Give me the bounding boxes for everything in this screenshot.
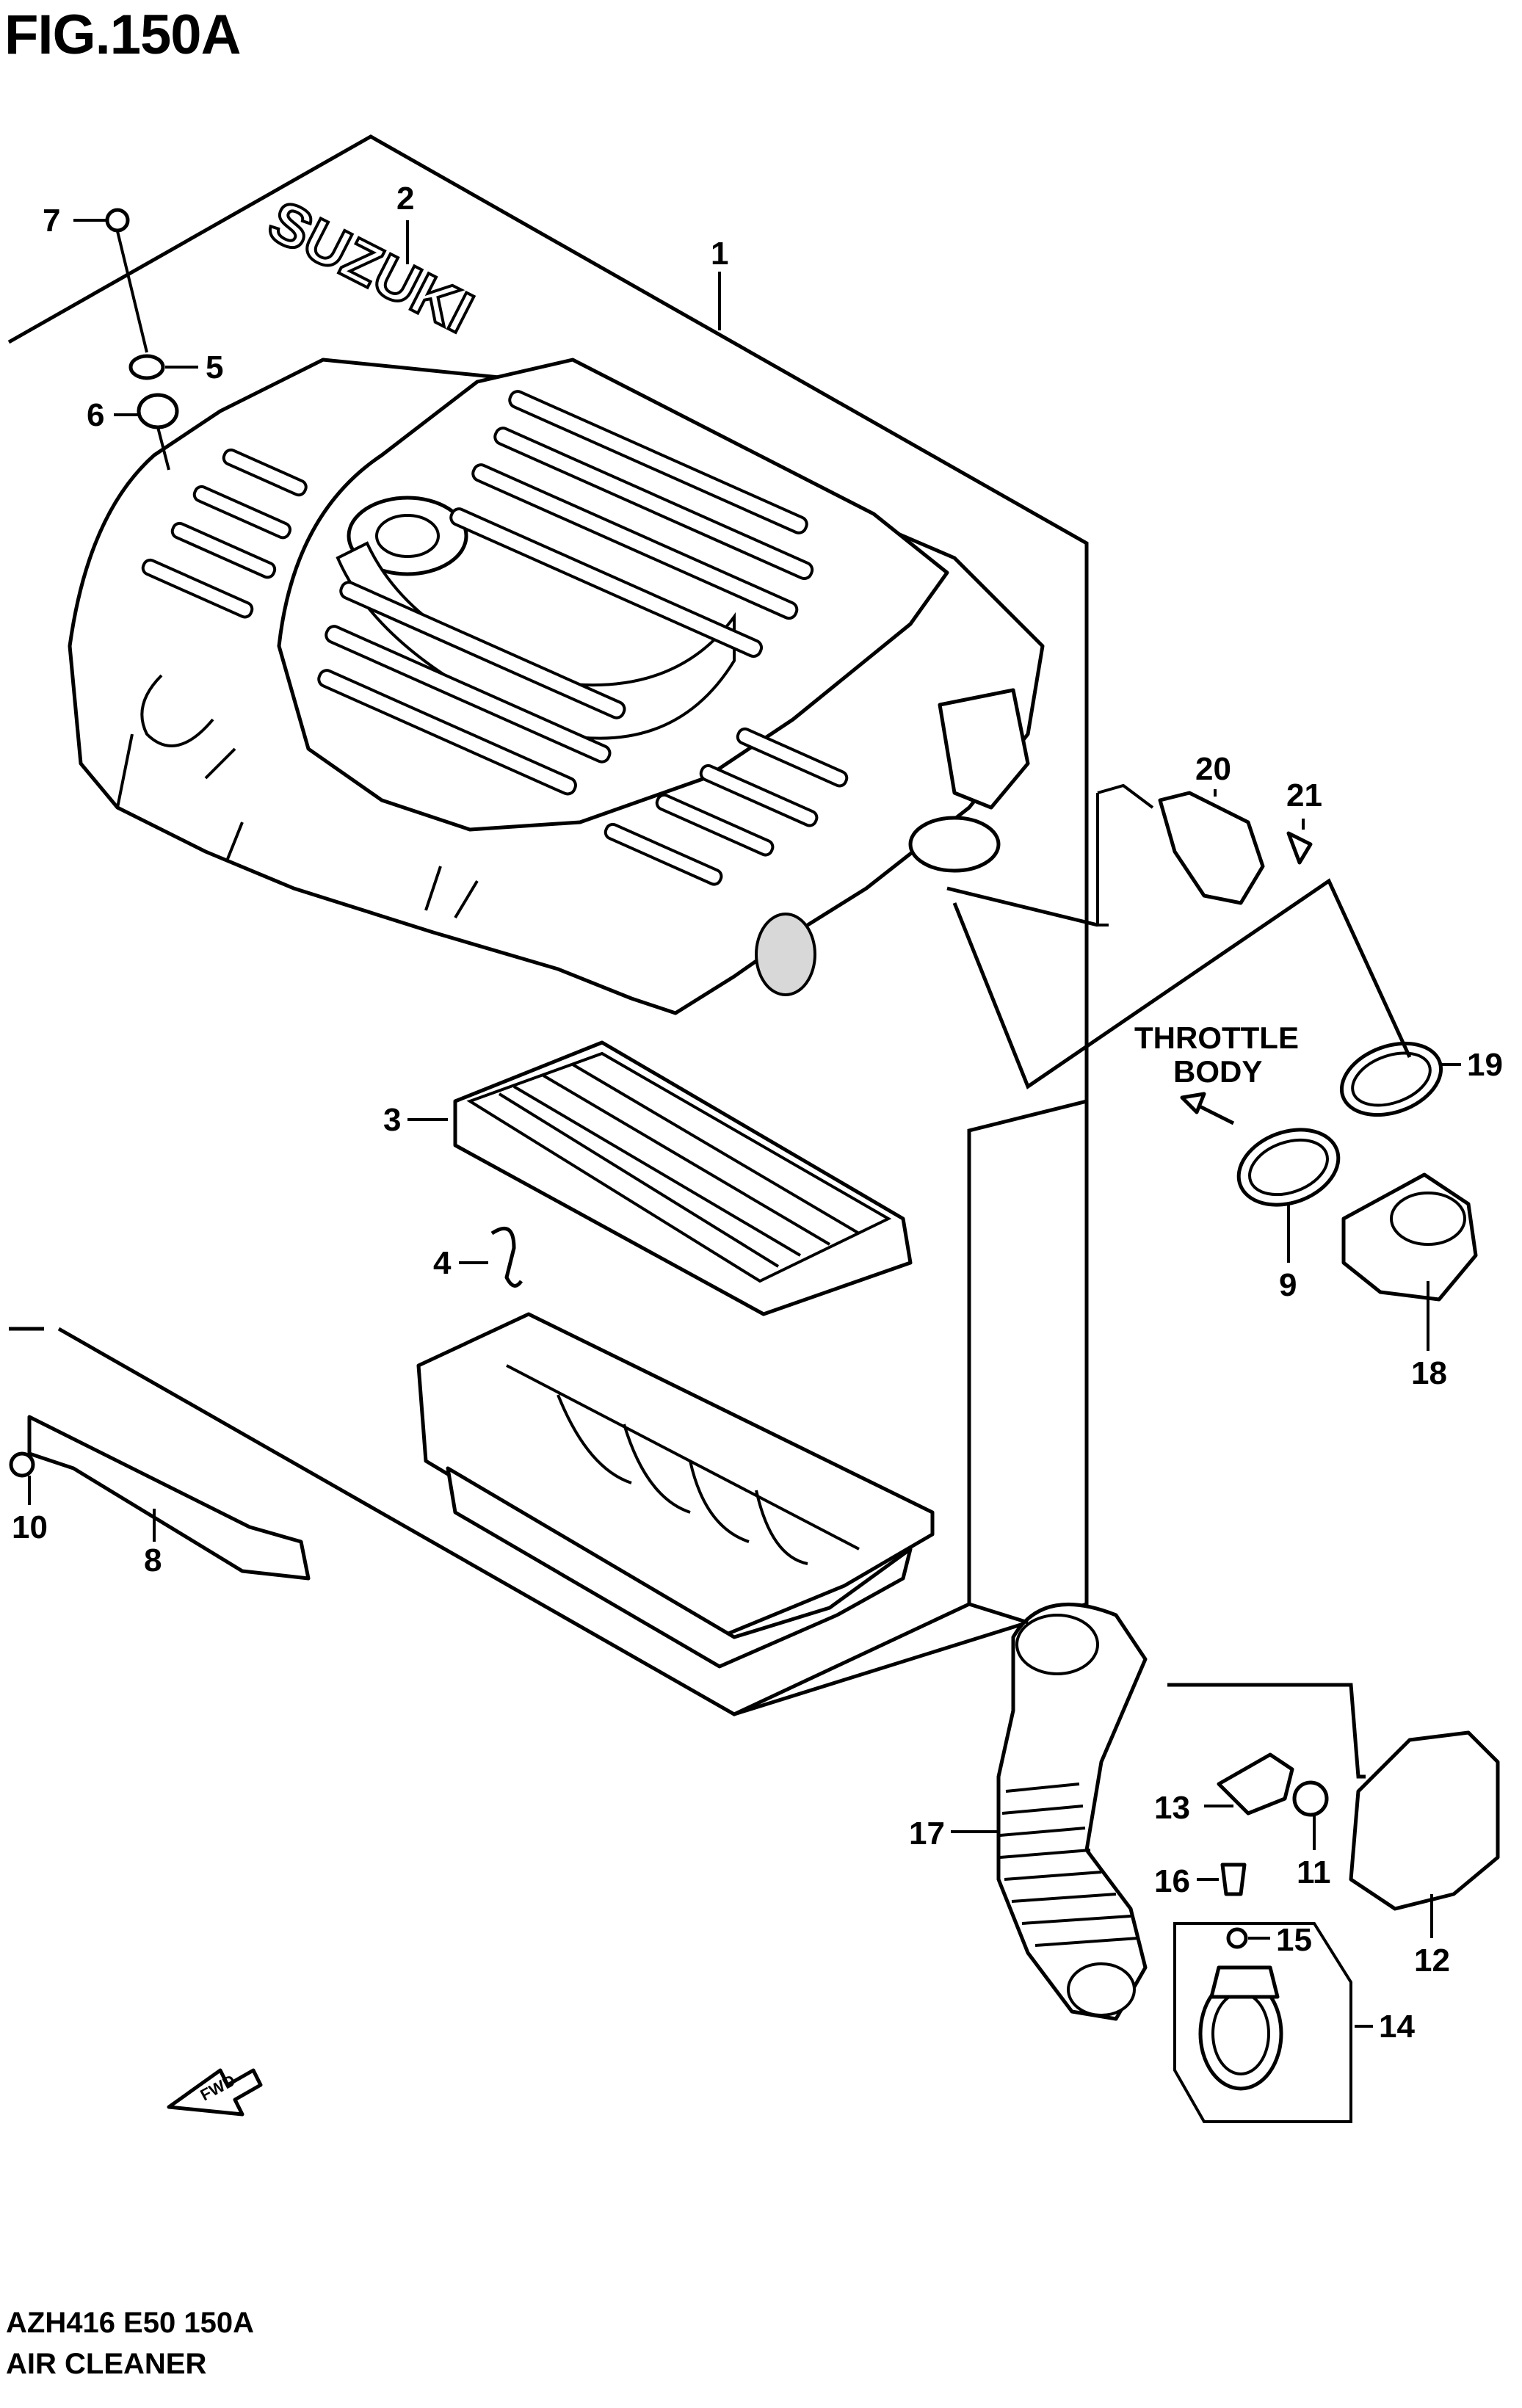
resonator-12 [1349, 1730, 1500, 1911]
callout-21: 21 [1286, 777, 1322, 813]
screw-21 [1286, 831, 1313, 865]
callout-7: 7 [43, 203, 60, 239]
callout-3: 3 [383, 1102, 401, 1138]
bolt-10 [9, 1451, 35, 1478]
bracket-part [27, 1415, 311, 1581]
collar-5 [128, 354, 165, 380]
callout-5: 5 [206, 349, 223, 385]
callout-1: 1 [711, 236, 728, 272]
nut-7 [105, 208, 130, 233]
duct-18 [1341, 1172, 1478, 1302]
cover-ribs [141, 390, 849, 886]
callout-9: 9 [1279, 1267, 1297, 1303]
callout-8: 8 [144, 1542, 162, 1578]
callout-4: 4 [433, 1245, 452, 1281]
throttle-body-note-line1: THROTTLE [1134, 1020, 1299, 1055]
assembly-outline-right [733, 1101, 1089, 1716]
fwd-arrow [167, 2068, 263, 2117]
callout-6: 6 [87, 397, 104, 433]
sensor-20 [1158, 791, 1265, 905]
callout-19: 19 [1467, 1047, 1503, 1083]
duct-14 [1198, 1965, 1283, 2091]
callout-2: 2 [396, 181, 414, 217]
clamp-19 [1339, 1041, 1443, 1117]
upper-case [68, 358, 1045, 1015]
throttle-body-note-line2: BODY [1173, 1054, 1262, 1089]
callout-13: 13 [1154, 1790, 1190, 1826]
callout-18: 18 [1411, 1355, 1447, 1391]
grommet-6 [137, 393, 179, 429]
brand-emblem: SUZUKI [258, 188, 483, 345]
bracket-13 [1217, 1752, 1294, 1816]
callout-16: 16 [1154, 1863, 1190, 1899]
callouts: 1 2 3 4 5 6 7 8 9 10 11 12 13 14 15 16 1… [12, 181, 1503, 2045]
seal-11 [1292, 1780, 1329, 1817]
figure-code: AZH416 E50 150A [6, 2307, 254, 2339]
intake-hose [996, 1602, 1148, 2021]
callout-14: 14 [1379, 2009, 1415, 2045]
callout-10: 10 [12, 1509, 48, 1545]
clip-part [490, 1226, 523, 1288]
filter-element [453, 1040, 913, 1316]
assembly-outline [7, 134, 1089, 1716]
callout-11: 11 [1297, 1854, 1331, 1890]
clamp-9 [1236, 1128, 1341, 1207]
figure-name: AIR CLEANER [6, 2348, 207, 2380]
callout-17: 17 [909, 1816, 945, 1852]
callout-15: 15 [1276, 1922, 1312, 1958]
leader-lines [28, 219, 1461, 2028]
bolt-16 [1220, 1863, 1247, 1896]
lower-case [416, 1312, 935, 1669]
callout-20: 20 [1195, 751, 1231, 787]
callout-12: 12 [1414, 1943, 1450, 1979]
nut-15 [1226, 1927, 1248, 1949]
figure-title: FIG.150A [4, 4, 241, 66]
